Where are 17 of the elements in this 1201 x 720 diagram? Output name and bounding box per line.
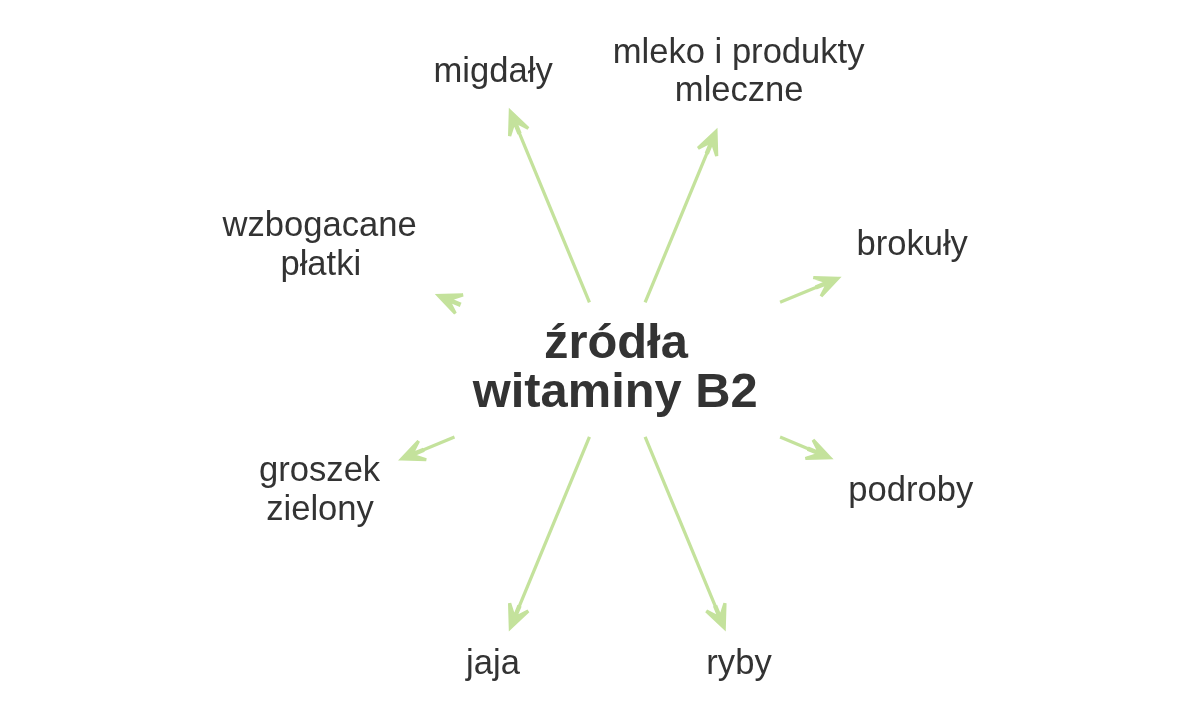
arrow — [779, 275, 840, 304]
arrow — [508, 109, 591, 304]
node-text: mleko i produkty mleczne — [612, 31, 865, 109]
arrow — [400, 435, 456, 462]
arrow — [508, 436, 591, 630]
node-text: podroby — [848, 469, 974, 508]
node-text: wzbogacane płatki — [222, 205, 417, 282]
arrow — [643, 436, 727, 630]
arrow — [436, 293, 465, 316]
arrow — [779, 435, 832, 461]
arrow — [643, 129, 719, 304]
node-text: ryby — [706, 643, 772, 682]
node-text: jaja — [466, 643, 520, 682]
node-text: źródła witaminy B2 — [472, 313, 758, 417]
node-text: brokuły — [856, 224, 968, 263]
node-text: migdały — [433, 50, 553, 89]
node-text: groszek zielony — [259, 450, 381, 528]
